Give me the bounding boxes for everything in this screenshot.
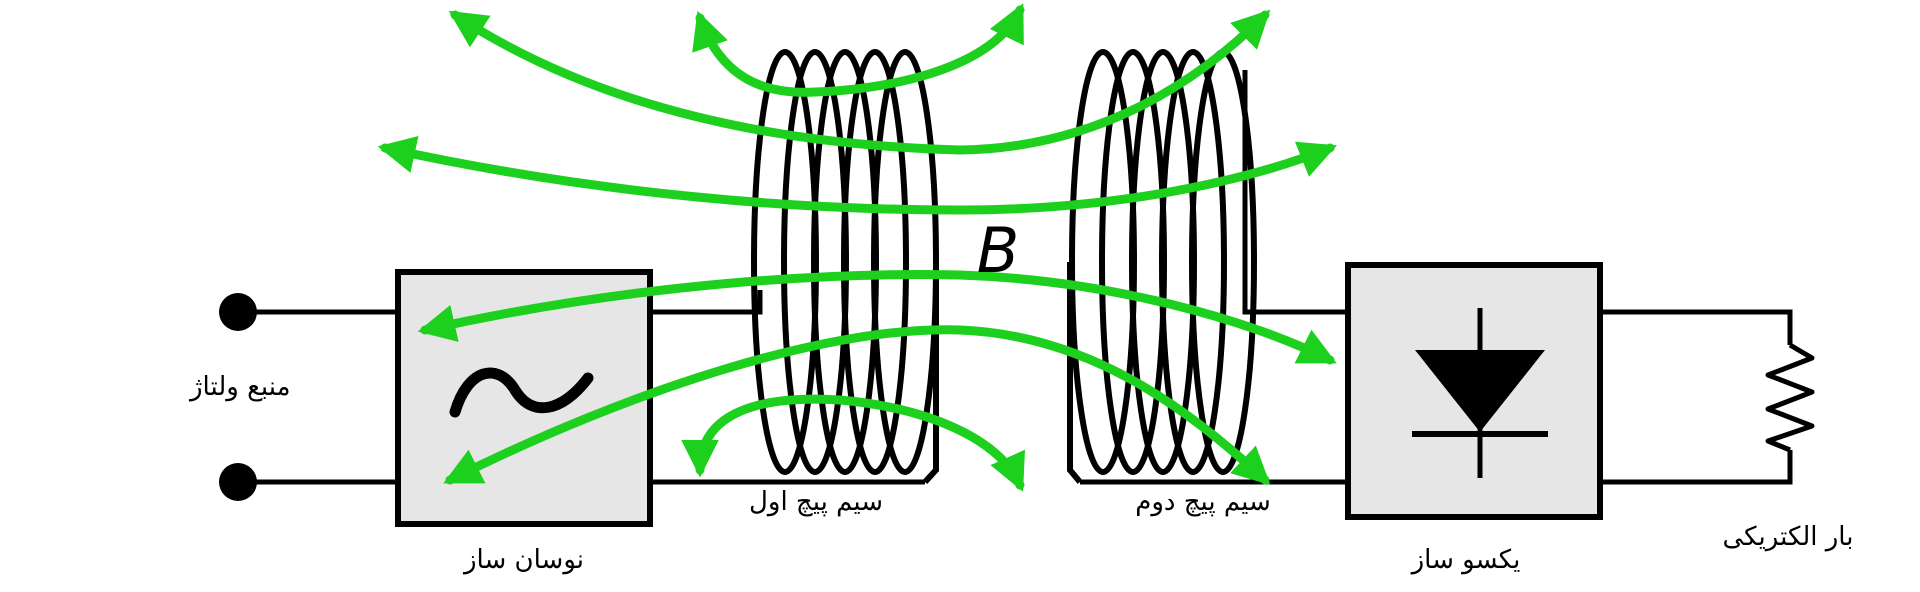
magnetic-field-lines	[377, 3, 1338, 492]
secondary-coil	[1067, 49, 1257, 484]
field-line-4	[443, 325, 1271, 486]
input-terminal-top	[219, 293, 257, 331]
field-line-2	[377, 135, 1338, 215]
field-line-3	[417, 270, 1337, 365]
primary-coil-label: سیم پیچ اول	[749, 487, 883, 517]
electric-load-label: بار الکتریکی	[1723, 522, 1854, 552]
load-wire-top	[1600, 309, 1793, 345]
magnetic-field-symbol: B	[977, 214, 1020, 287]
secondary-wire-top	[1242, 70, 1348, 315]
field-line-5	[692, 3, 1025, 97]
load-wire-bottom	[1600, 450, 1793, 485]
oscillator-label: نوسان ساز	[462, 545, 584, 575]
rectifier-label: یکسو ساز	[1410, 545, 1521, 575]
resistor-icon	[1765, 342, 1815, 453]
voltage-source-label: منبع ولتاژ	[188, 372, 291, 402]
primary-coil	[751, 49, 939, 485]
input-terminal-bottom	[219, 463, 257, 501]
diode-icon	[1412, 308, 1548, 478]
field-line-6	[681, 394, 1025, 492]
sine-wave-icon	[449, 367, 594, 418]
secondary-coil-label: سیم پیچ دوم	[1135, 487, 1271, 517]
rectifier-block	[1345, 262, 1603, 520]
